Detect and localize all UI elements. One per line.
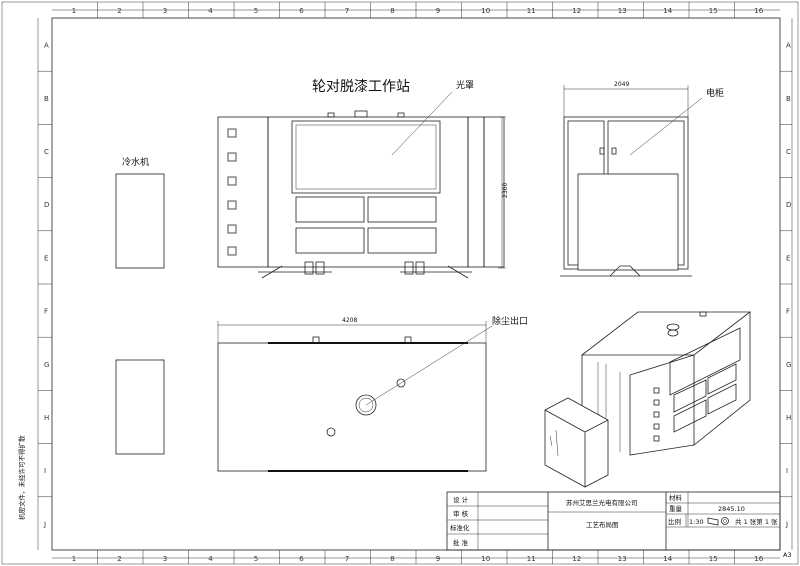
grid-col-label: 14 [663,555,672,563]
grid-row-label: G [44,361,49,369]
projection-circle-icon [721,517,729,525]
grid-row-label: I [786,467,788,475]
electric-cabinet-leader [629,97,703,156]
grid-row-label: F [44,308,48,316]
grid-col-label: 7 [345,555,349,563]
grid-col-label: 4 [208,555,213,563]
grid-row-label: C [786,148,791,156]
grid-col-label: 16 [754,555,763,563]
grid-col-label: 8 [390,555,394,563]
grid-col-label: 10 [481,7,490,15]
projection-inner-circle-icon [723,519,727,523]
electric-cabinet-label: 电柜 [706,87,724,99]
grid-row-label: E [44,254,48,262]
grid-col-label: 2 [117,555,121,563]
grid-col-label: 4 [208,7,213,15]
grid-row-label: C [44,148,49,156]
grid-col-label: 16 [754,7,763,15]
grid-col-label: 1 [72,7,76,15]
grid-col-label: 5 [254,555,258,563]
drawing-title: 轮对脱漆工作站 [312,79,410,95]
tb-row-review: 审 核 [453,509,469,518]
grid-col-label: 13 [618,7,627,15]
grid-row-label: B [44,95,49,103]
grid-row-label: D [786,201,791,209]
front-view [217,110,506,279]
grid-col-label: 3 [163,7,167,15]
side-view [560,85,692,277]
chiller-label: 冷水机 [122,156,149,168]
grid-row-label: I [44,467,46,475]
top-length-dimension: 4208 [342,317,357,324]
title-block [446,491,781,551]
grid-col-label: 10 [481,555,490,563]
tb-sheet-size: A3 [783,551,792,559]
grid-row-label: A [44,42,49,50]
grid-row-label: F [786,308,790,316]
grid-row-label: J [785,520,788,528]
grid-col-label: 11 [527,555,536,563]
grid-col-label: 15 [709,555,718,563]
grid-col-label: 1 [72,555,76,563]
grid-row-label: D [44,201,49,209]
grid-row-labels: A A B B C C D D E E F F G G H H I I J J [38,42,792,528]
confidential-note: 机密文件，未经许可不得扩散 [17,435,26,520]
tb-company: 苏州艾思兰光电有限公司 [566,498,638,507]
grid-col-label: 6 [299,555,304,563]
grid-col-label: 11 [527,7,536,15]
grid-row-label: H [786,414,791,422]
grid-row-label: G [786,361,791,369]
grid-col-label: 2 [117,7,121,15]
front-height-dimension: 2300 [502,183,509,198]
grid-col-label: 12 [572,555,581,563]
tb-row-standard: 标准化 [450,523,470,532]
grid-col-label: 8 [390,7,394,15]
grid-column-labels: 1122334455667788991010111112121313141415… [72,2,764,564]
grid-col-label: 12 [572,7,581,15]
grid-col-label: 15 [709,7,718,15]
light-cover-label: 光罩 [456,79,474,91]
tb-row-approve: 批 准 [453,538,469,547]
tb-weight-value: 2845.10 [718,505,745,513]
grid-row-label: J [43,520,46,528]
light-cover-leader [391,91,453,156]
dust-outlet-leader [365,325,493,406]
side-width-dimension: 2049 [614,81,629,88]
grid-col-label: 9 [436,555,440,563]
grid-row-label: E [786,254,790,262]
grid-col-label: 9 [436,7,440,15]
tb-weight-label: 重量 [669,505,683,513]
grid-row-label: B [786,95,791,103]
grid-row-label: H [44,414,49,422]
isometric-view [544,311,752,488]
grid-col-label: 5 [254,7,258,15]
grid-col-label: 14 [663,7,672,15]
grid-col-label: 13 [618,555,627,563]
tb-sheet-info: 共 1 张第 1 张 [735,517,778,526]
projection-cone-icon [707,517,719,526]
tb-drawing-name: 工艺布局图 [586,520,619,529]
grid-col-label: 6 [299,7,304,15]
tb-material-label: 材料 [669,493,683,502]
tb-scale-label: 比例 [668,517,681,526]
grid-col-label: 7 [345,7,349,15]
chiller-bottom [115,359,165,455]
tb-scale-value: 1:30 [689,518,704,526]
dust-outlet-label: 除尘出口 [492,315,528,327]
grid-col-label: 3 [163,555,167,563]
grid-row-label: A [786,42,791,50]
tb-row-design: 设 计 [453,495,469,504]
chiller-top [115,173,165,269]
top-view [217,321,487,472]
